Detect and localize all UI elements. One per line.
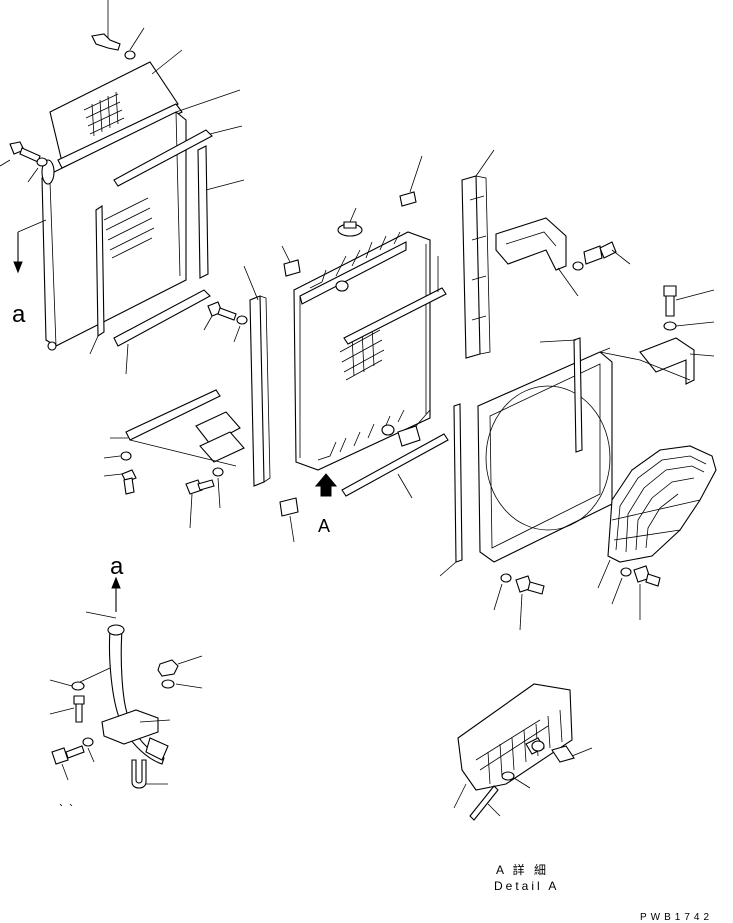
- stay-bar: [110, 389, 221, 441]
- cushion-block: [279, 497, 299, 543]
- bolt: [103, 469, 137, 495]
- u-bolt: [131, 759, 168, 789]
- view-a-label-lower: a: [110, 553, 124, 580]
- drawing-code: PWB1742: [640, 912, 713, 923]
- arrow-a-label: A: [318, 516, 330, 536]
- washer: [82, 737, 95, 763]
- view-a-label: a: [12, 301, 26, 328]
- drain-hose: [469, 785, 501, 821]
- drain-plug: [551, 745, 593, 763]
- detail-title-en: Detail A: [494, 879, 559, 893]
- bracket: [639, 337, 715, 385]
- radiator-cap: [337, 207, 363, 237]
- arrow-a-view-lower: a: [85, 553, 124, 619]
- screen-panel: [49, 49, 183, 163]
- note-mark: [59, 803, 73, 807]
- bolt: [663, 285, 715, 317]
- bracket: [495, 217, 579, 297]
- bolt: [185, 479, 215, 529]
- top-seal-bar: [57, 89, 241, 169]
- cushion-block: [281, 245, 301, 277]
- drain-cock: [525, 737, 545, 755]
- side-panel: [41, 111, 187, 351]
- seal-bar-long: [341, 433, 449, 499]
- washer: [572, 261, 584, 271]
- arrow-a-detail: A: [314, 473, 338, 536]
- fan-guard: [597, 445, 717, 589]
- bolt: [49, 695, 85, 723]
- cushion-block: [397, 409, 431, 447]
- washer: [49, 679, 85, 691]
- wing-bolt: [91, 0, 121, 51]
- washer: [233, 315, 248, 343]
- detail-a-caption: A 詳 細 Detail A: [494, 862, 559, 893]
- radiator-core: [293, 231, 431, 471]
- washer: [161, 679, 203, 689]
- washer: [212, 467, 224, 509]
- bolt: [633, 565, 661, 620]
- side-bracket: [243, 265, 271, 487]
- bolt: [0, 141, 41, 167]
- washer: [124, 27, 145, 60]
- seal-bar-long: [343, 256, 447, 345]
- washer: [611, 567, 632, 605]
- washer: [663, 321, 715, 331]
- bracket-strip: [539, 337, 583, 453]
- cushion-block: [399, 155, 423, 207]
- washer: [27, 157, 48, 183]
- detail-a-tank: [453, 683, 573, 809]
- washer: [493, 573, 512, 611]
- bolt: [203, 301, 237, 331]
- seal-bar-horizontal: [113, 125, 243, 187]
- seal-bar-vertical: [89, 204, 105, 355]
- detail-title-jp: A 詳 細: [496, 862, 549, 877]
- arrow-a-view: a: [12, 219, 47, 328]
- clamp: [501, 771, 531, 789]
- hex-nut: [157, 655, 203, 677]
- side-plate: [461, 149, 495, 359]
- bolt: [51, 745, 85, 781]
- bracket-plate: [101, 709, 171, 745]
- bolt: [583, 241, 631, 265]
- seal-strip: [439, 403, 463, 577]
- bolt: [515, 575, 545, 631]
- washer: [103, 451, 132, 461]
- seal-bar-horizontal: [113, 289, 211, 375]
- bracket-plate: [129, 411, 245, 467]
- seal-bar-vertical: [197, 145, 245, 279]
